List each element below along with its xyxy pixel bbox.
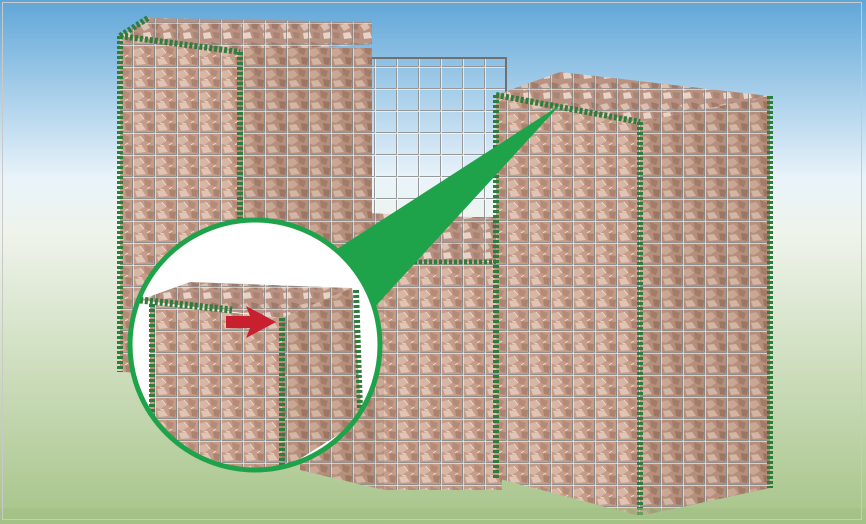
tall-gabion-right	[493, 72, 773, 516]
direction-arrow-icon	[226, 306, 276, 338]
detail-inset	[127, 217, 383, 473]
ground-strip	[0, 508, 866, 524]
callout-pointer	[320, 105, 560, 310]
